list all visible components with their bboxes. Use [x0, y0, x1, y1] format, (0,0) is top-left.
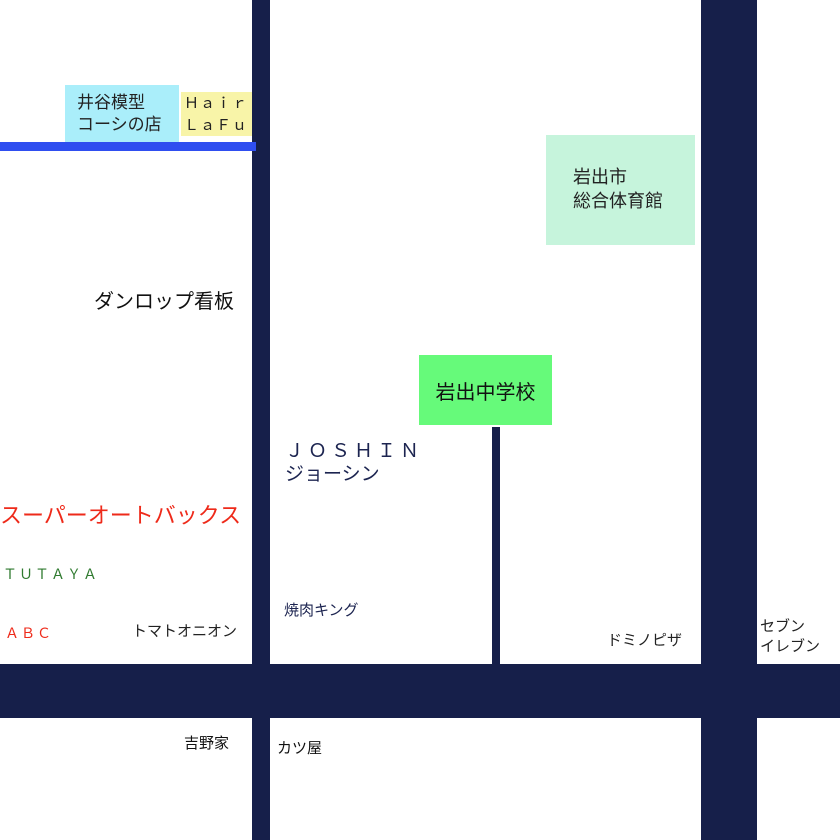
place-school[interactable]: 岩出中学校 [419, 355, 552, 425]
place-joshin-line2: ジョーシン [285, 462, 380, 485]
place-tomato-onion[interactable]: トマトオニオン [132, 622, 238, 640]
place-tutaya[interactable]: ＴＵＴＡＹＡ [3, 567, 99, 583]
place-yoshinoya[interactable]: 吉野家 [184, 734, 230, 752]
place-domino[interactable]: ドミノピザ [607, 631, 683, 649]
place-imodel-line2: コーシの店 [77, 114, 162, 135]
place-autobacs[interactable]: スーパーオートバックス [0, 504, 242, 529]
place-seven-line1: セブン [760, 617, 806, 635]
place-gym-line2: 総合体育館 [573, 191, 663, 212]
place-imodel-line1: 井谷模型 [77, 92, 145, 113]
place-hair-line2: ＬａＦｕ [184, 116, 249, 134]
road-school-path [492, 427, 500, 664]
place-seven-eleven[interactable]: セブン イレブン [760, 616, 820, 656]
place-gym[interactable]: 岩出市 総合体育館 [546, 135, 695, 245]
place-school-label: 岩出中学校 [435, 379, 536, 404]
road-horizontal [0, 664, 840, 718]
place-imodel[interactable]: 井谷模型 コーシの店 [65, 85, 179, 142]
place-gym-line1: 岩出市 [573, 167, 627, 188]
place-dunlop[interactable]: ダンロップ看板 [94, 289, 234, 313]
place-seven-line2: イレブン [760, 637, 821, 655]
place-hair-lafu[interactable]: Ｈａｉｒ ＬａＦｕ [181, 92, 252, 136]
place-katsuya[interactable]: カツ屋 [277, 739, 323, 757]
place-joshin[interactable]: ＪＯＳＨＩＮ ジョーシン [285, 440, 423, 486]
place-abc[interactable]: ＡＢＣ [5, 626, 53, 642]
place-hair-line1: Ｈａｉｒ [184, 94, 249, 112]
place-yakiniku-king[interactable]: 焼肉キング [284, 601, 359, 619]
place-joshin-line1: ＪＯＳＨＩＮ [285, 440, 424, 462]
road-vertical-west [252, 0, 270, 840]
railway-line [0, 142, 256, 151]
